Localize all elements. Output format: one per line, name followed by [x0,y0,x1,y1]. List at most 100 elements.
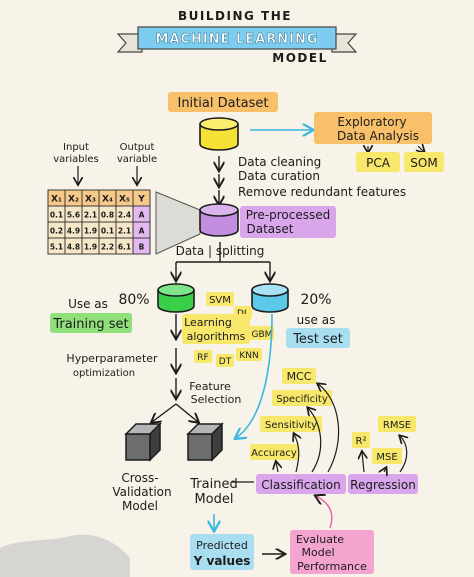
table-cell: 1.9 [84,243,97,252]
cleaning-step-1: Data cleaning [238,155,321,169]
table-cell: 0.1 [50,211,63,220]
table-cell: 0.1 [101,227,114,236]
cleaning-step-3: Remove redundant features [238,185,406,199]
feature-line1: Feature [189,380,231,393]
table-header-cell: X₄ [102,195,113,205]
preprocessed-line1: Pre-processed [246,208,331,222]
arrow-rmse [400,436,407,473]
table-cell: 5.1 [50,243,63,252]
regression-highlight [348,474,418,494]
pca-label: PCA [366,156,391,170]
title-block: BUILDING THE MACHINE LEARNING MODEL [116,9,358,65]
arrow-r2 [362,452,364,473]
corner-smudge [0,534,130,577]
feature-line2: Selection [191,393,242,406]
table-cell: 1.9 [84,227,97,236]
cleaning-step-2: Data curation [238,169,320,183]
pca-highlight [356,152,400,172]
initial-dataset-highlight [168,92,278,112]
preprocessed-cylinder-icon [199,203,239,237]
cv-line2: Validation [112,485,171,499]
test-set-highlight [286,328,350,348]
knn-highlight [236,348,262,361]
specificity-label: Specificity [276,394,328,405]
rmse-highlight [378,416,416,432]
table-header-cell: X₂ [68,195,79,205]
test-cylinder-icon [251,283,289,313]
use-as-right: use as [297,313,336,327]
svm-label: SVM [209,295,231,306]
r2-highlight [352,432,370,448]
sensitivity-highlight [260,416,322,432]
classification-highlight [256,474,346,494]
table-cell: 4.8 [67,243,80,252]
input-vars-line1: Input [63,142,89,153]
predicted-highlight [190,534,254,570]
mse-highlight [372,448,402,464]
mcc-highlight [282,368,316,384]
table-cell: 6.1 [118,243,131,252]
training-cylinder-icon [157,283,195,313]
title-line1: BUILDING THE [178,9,292,23]
learning-algorithms-highlight [182,314,250,344]
table-cell: 2.1 [118,227,131,236]
learning-line2: algorithms [187,330,246,343]
dt-highlight [216,354,234,367]
preprocessed-line2: Dataset [247,222,294,236]
output-var-line1: Output [120,142,155,153]
training-set-label: Training set [52,317,128,332]
title-line3: MODEL [272,51,327,65]
arrow-evaluate-to-metrics [316,496,333,529]
mse-label: MSE [376,452,397,463]
test-set-label: Test set [292,332,343,347]
table-cell: 2.4 [118,211,131,220]
rmse-label: RMSE [383,420,411,431]
table-cell: 0.8 [101,211,114,220]
predicted-line2: Y values [193,554,251,568]
pct-20: 20% [300,292,331,308]
trained-line2: Model [194,492,233,507]
initial-dataset-label: Initial Dataset [177,96,268,111]
arrow-mse [384,468,386,472]
table-header-cell: X₁ [51,195,62,205]
table-cell: 2.2 [101,243,114,252]
initial-dataset-cylinder-icon [199,117,239,151]
arrow-sensitivity [294,434,299,473]
dt-label: DT [219,357,232,367]
output-var-line2: variable [117,154,157,165]
table-funnel [155,191,201,255]
eda-line1: Exploratory [337,115,406,129]
cv-line1: Cross- [121,471,158,485]
predicted-line1: Predicted [196,539,248,552]
input-vars-line2: variables [53,154,99,165]
som-highlight [404,152,444,172]
table-cell: 5.6 [67,211,80,220]
arrow-mcc [318,384,340,473]
table-header-cell: X₅ [119,195,130,205]
rf-label: RF [197,353,208,363]
title-banner-text: MACHINE LEARNING [155,32,318,47]
sensitivity-label: Sensitivity [265,420,317,431]
preprocessed-highlight [240,206,336,238]
gbm-label: GBM [252,330,273,340]
table-cell: B [139,243,145,252]
table-cell: A [139,211,145,220]
som-label: SOM [410,156,437,170]
use-as-left: Use as [68,297,108,311]
table-header-cell: Y [137,195,145,205]
arrow-to-cv [152,403,177,422]
table-header-cell: X₃ [85,195,96,205]
pct-80: 80% [118,292,149,308]
classification-label: Classification [261,478,340,492]
accuracy-label: Accuracy [251,448,297,459]
eda-line2: Data Analysis [337,129,419,143]
table-cell: 2.1 [84,211,97,220]
cv-model-cube-icon [124,422,162,462]
table-cell: A [139,227,145,236]
evaluate-line3: Performance [297,560,367,573]
rf-highlight [194,350,212,363]
arrow-test-to-trained [236,313,273,438]
regression-label: Regression [350,478,416,492]
